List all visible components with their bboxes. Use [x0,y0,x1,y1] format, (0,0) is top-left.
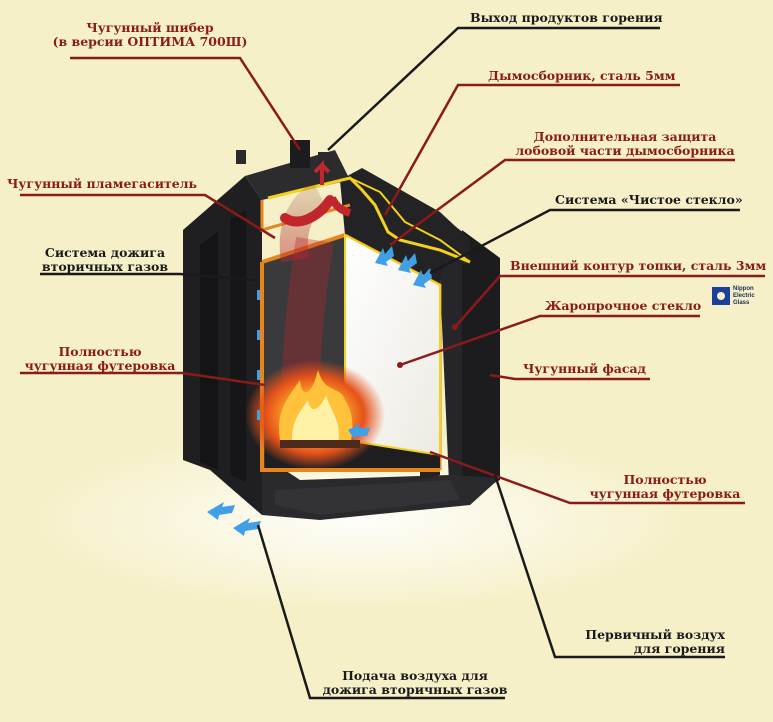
label-cast-iron-lining-right: Полностью чугунная футеровка [589,472,741,501]
leader-lines [20,26,765,700]
label-cast-iron-facade: Чугунный фасад [523,361,646,376]
label-clean-glass: Система «Чистое стекло» [555,192,743,207]
fire [245,360,385,470]
flue-collar [236,140,332,170]
nippon-electric-glass-logo: Nippon Electric Glass [712,286,762,312]
label-primary-air: Первичный воздух для горения [585,627,725,656]
air-flow-arrows [207,246,432,536]
label-afterburn: Система дожига вторичных газов [41,245,169,274]
label-extra-protection: Дополнительная защита лобовой части дымо… [515,129,735,158]
label-damper: Чугунный шибер (в версии ОПТИМА 700Ш) [52,20,248,49]
label-flue-exit: Выход продуктов горения [470,10,663,25]
label-secondary-air: Подача воздуха для дожига вторичных газо… [322,668,508,697]
label-smoke-collector: Дымосборник, сталь 5мм [488,68,676,83]
firebox-body [183,150,500,520]
label-heat-glass: Жаропрочное стекло [545,298,702,313]
label-cast-iron-lining-left: Полностью чугунная футеровка [24,344,176,373]
label-outer-contour: Внешний контур топки, сталь 3мм [510,258,767,273]
leader-dots [397,324,458,368]
label-flame-arrester: Чугунный пламегаситель [7,176,198,191]
neg-logo-icon [712,287,730,305]
